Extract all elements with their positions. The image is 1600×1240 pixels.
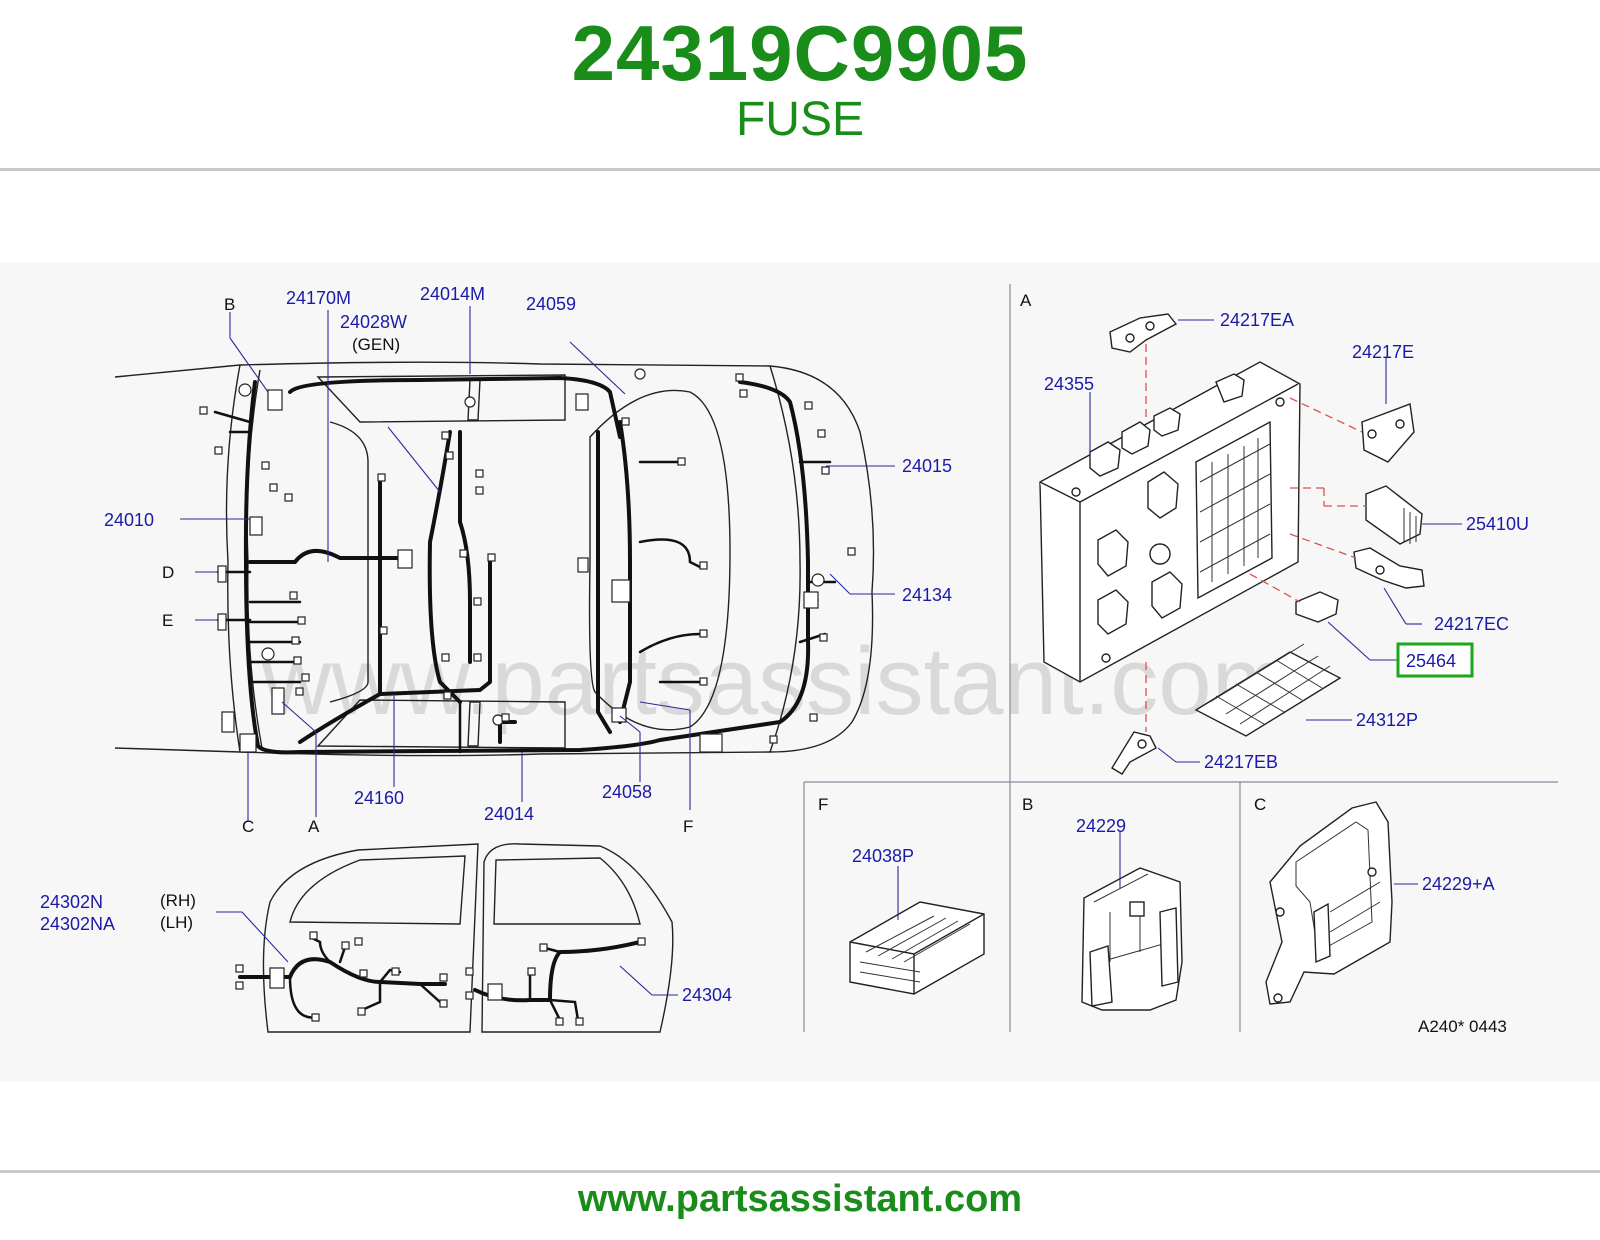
part-label-24217E: 24217E (1352, 342, 1414, 362)
part-label-24312P: 24312P (1356, 710, 1418, 730)
diagram-canvas: www.partsassistant.com (40, 284, 1558, 1036)
ref-letter-e: E (162, 611, 173, 630)
car-leader-lines (180, 306, 895, 822)
part-label-24217EA: 24217EA (1220, 310, 1294, 330)
bracket-24229 (1081, 867, 1183, 1011)
part-label-24014M: 24014M (420, 284, 485, 304)
door-harness (235, 931, 646, 1026)
bracket-24217EA (1109, 313, 1178, 353)
part-label-24010: 24010 (104, 510, 154, 530)
bracket-24217EC (1353, 547, 1425, 589)
assembly-dashed-lines (1145, 344, 1366, 732)
diagram-reference-code: A240* 0443 (1418, 1017, 1507, 1036)
part-label-24302NA: 24302NA (40, 914, 115, 934)
part-name-subtitle: FUSE (735, 93, 864, 146)
rh-note: (RH) (160, 891, 196, 910)
leader-24302N-b (241, 911, 289, 963)
bracket-24229A (1265, 801, 1393, 1005)
fuse-block-assembly (1039, 361, 1301, 683)
part-label-24170M: 24170M (286, 288, 351, 308)
part-label-24014: 24014 (484, 804, 534, 824)
part-label-24229A: 24229+A (1422, 874, 1495, 894)
panel-b-letter: B (1022, 795, 1033, 814)
relay-box-24038P (849, 901, 985, 995)
fuse-25464 (1295, 591, 1339, 623)
part-label-25410U: 25410U (1466, 514, 1529, 534)
part-label-24217EC: 24217EC (1434, 614, 1509, 634)
ref-letter-b: B (224, 295, 235, 314)
connector-25410U (1365, 485, 1423, 545)
highlight-box-25464 (1396, 642, 1474, 678)
gen-note: (GEN) (352, 335, 400, 354)
part-label-24355: 24355 (1044, 374, 1094, 394)
ref-letter-d: D (162, 563, 174, 582)
leader-24304-b (619, 965, 653, 996)
bracket-24217EB (1111, 731, 1157, 775)
part-number-title: 24319C9905 (571, 9, 1029, 97)
harness-connectors (199, 368, 856, 753)
panel-a-leader-lines (1089, 319, 1462, 763)
part-label-24160: 24160 (354, 788, 404, 808)
footer-site-link[interactable]: www.partsassistant.com (577, 1178, 1023, 1220)
part-label-24058: 24058 (602, 782, 652, 802)
part-label-24015: 24015 (902, 456, 952, 476)
bracket-24217E (1361, 403, 1415, 463)
footer-divider (0, 1170, 1600, 1173)
part-label-24059: 24059 (526, 294, 576, 314)
part-label-24302N: 24302N (40, 892, 103, 912)
panel-a-letter: A (1020, 291, 1032, 310)
door-outlines (262, 843, 674, 1033)
wiring-diagram: www.partsassistant.com (0, 262, 1600, 1082)
fuse-block-cover-24312P (1194, 643, 1342, 737)
panel-f-letter: F (818, 795, 828, 814)
part-label-24229: 24229 (1076, 816, 1126, 836)
part-label-24217EB: 24217EB (1204, 752, 1278, 772)
header-divider (0, 168, 1600, 171)
panel-c-letter: C (1254, 795, 1266, 814)
lh-note: (LH) (160, 913, 193, 932)
part-label-24028W: 24028W (340, 312, 407, 332)
ref-letter-a: A (308, 817, 320, 836)
part-label-24304: 24304 (682, 985, 732, 1005)
part-label-24134: 24134 (902, 585, 952, 605)
ref-letter-f: F (683, 817, 693, 836)
header: 24319C9905 FUSE (0, 0, 1600, 168)
ref-letter-c: C (242, 817, 254, 836)
part-label-24038P: 24038P (852, 846, 914, 866)
part-label-25464[interactable]: 25464 (1406, 651, 1456, 671)
